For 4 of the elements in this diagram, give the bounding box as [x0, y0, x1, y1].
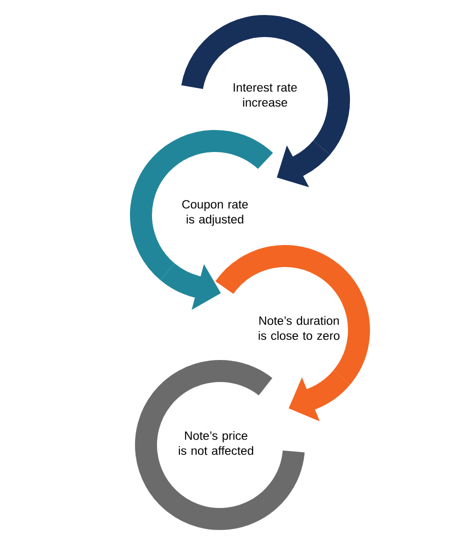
ring: Note’s price is not affected [135, 360, 305, 530]
ring: Coupon rate is adjusted [130, 130, 272, 280]
ring: Interest rate increase [181, 15, 350, 154]
ring: Note’s duration is close to zero [216, 245, 370, 384]
